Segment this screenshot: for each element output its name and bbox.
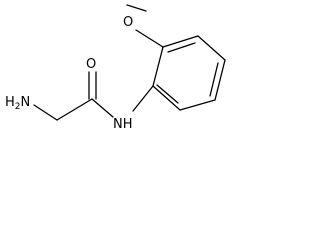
ring-bond-2	[197, 35, 226, 61]
amine-n-label: N	[21, 95, 31, 110]
carbonyl-to-methylene-bond	[56, 98, 93, 121]
ring-bond-3	[214, 59, 226, 101]
methoxy-oxygen-to-ring-bond	[135, 29, 164, 48]
ring-to-amide-nitrogen-bond	[132, 85, 154, 112]
ring-bond-4	[179, 99, 216, 111]
amine-h-label: H	[5, 95, 15, 110]
amine-subscript-2: 2	[15, 102, 21, 112]
ring-bond-1	[162, 35, 199, 48]
ring-double-bond-inner-3	[156, 84, 179, 104]
methyl-to-methoxy-oxygen-bond	[126, 4, 147, 12]
amide-nitrogen-label: NH	[113, 117, 133, 132]
amine-label: H2N	[5, 95, 30, 112]
ring-double-bond-inner-1	[167, 42, 196, 53]
amide-nitrogen-to-carbonyl-bond	[91, 98, 114, 118]
carbonyl-oxygen-label: O	[86, 57, 96, 72]
ring-bond-5	[152, 85, 181, 111]
methoxy-oxygen-label: O	[123, 15, 133, 30]
methylene-to-amine-bond	[33, 104, 58, 121]
benzene-ring	[152, 35, 226, 111]
svg-text:H2N: H2N	[5, 95, 30, 112]
ring-double-bond-inner-2	[209, 62, 219, 97]
ring-bond-6	[152, 46, 164, 87]
structure-diagram: O O NH H2N	[5, 4, 226, 132]
